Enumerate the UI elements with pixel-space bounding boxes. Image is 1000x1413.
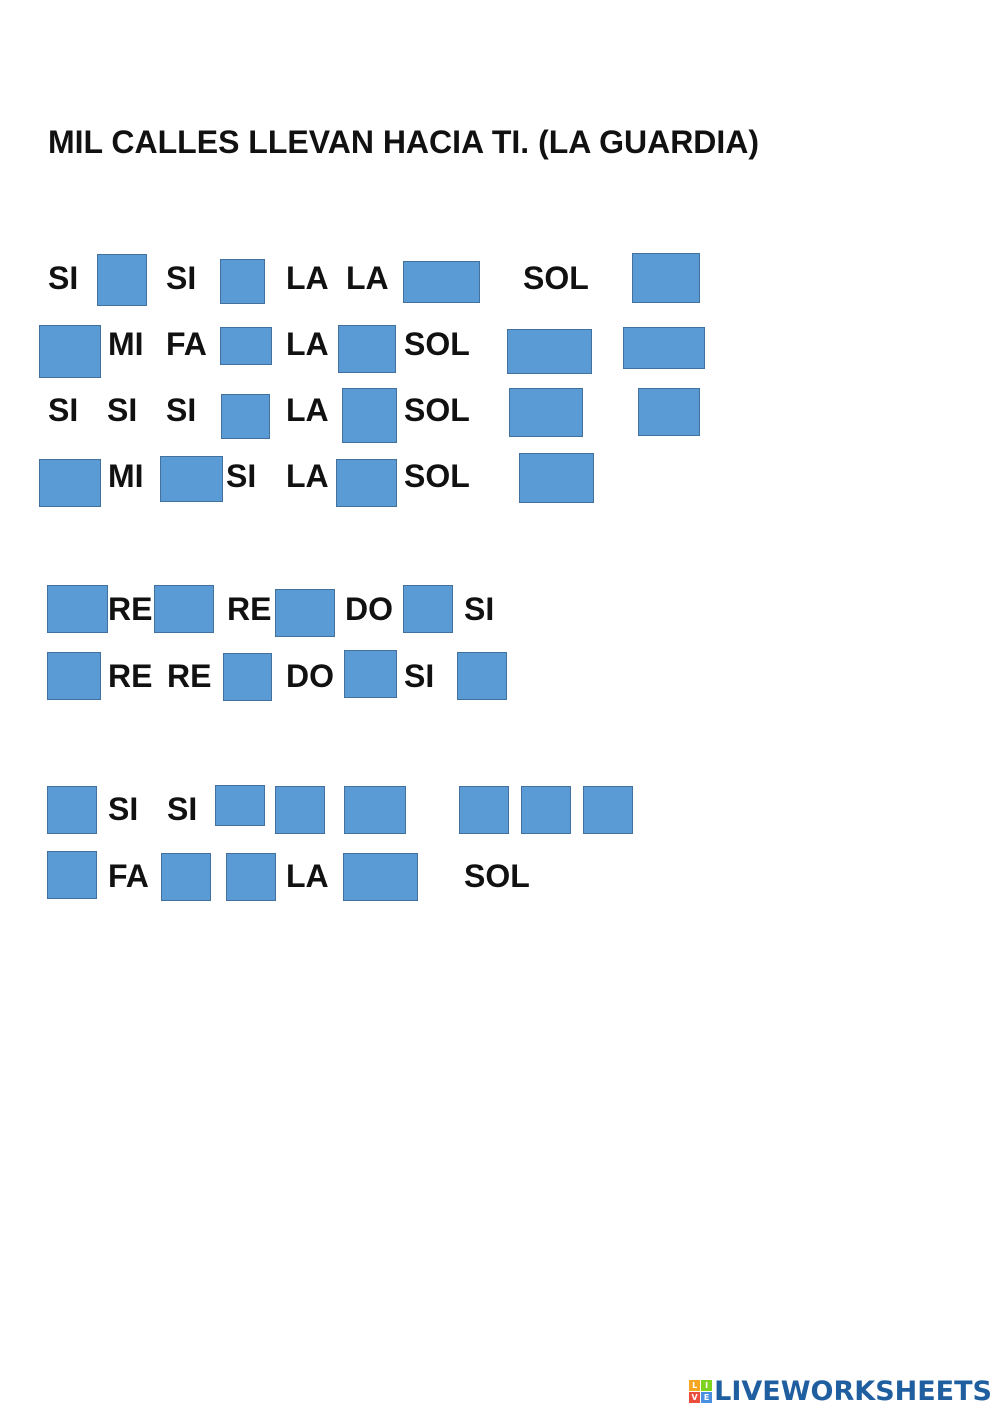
- blank-box-r2-2[interactable]: [220, 327, 272, 365]
- blank-box-r6-4[interactable]: [457, 652, 507, 700]
- note-r7-1: SI: [108, 791, 139, 827]
- note-r4-1: MI: [108, 458, 144, 494]
- logo-letter-1: L: [689, 1380, 701, 1391]
- blank-box-r4-4[interactable]: [519, 453, 594, 503]
- note-r4-4: SOL: [404, 458, 470, 494]
- note-r3-4: LA: [286, 392, 329, 428]
- blank-box-r2-4[interactable]: [507, 329, 592, 374]
- note-r4-3: LA: [286, 458, 329, 494]
- blank-box-r7-5[interactable]: [459, 786, 509, 834]
- liveworksheets-logo-icon: L I V E: [689, 1380, 713, 1403]
- blank-box-r5-3[interactable]: [275, 589, 335, 637]
- note-r3-3: SI: [166, 392, 197, 428]
- blank-box-r7-2[interactable]: [215, 785, 265, 826]
- blank-box-r4-1[interactable]: [39, 459, 101, 507]
- note-r5-4: SI: [464, 591, 495, 627]
- blank-box-r6-3[interactable]: [344, 650, 397, 698]
- logo-letter-2: I: [701, 1380, 713, 1391]
- note-r2-3: LA: [286, 326, 329, 362]
- note-r4-2: SI: [226, 458, 257, 494]
- blank-box-r5-1[interactable]: [47, 585, 108, 633]
- blank-box-r6-1[interactable]: [47, 652, 101, 700]
- blank-box-r2-1[interactable]: [39, 325, 101, 378]
- logo-brand-text: LIVEWORKSHEETS: [714, 1376, 992, 1407]
- blank-box-r1-1[interactable]: [97, 254, 147, 306]
- blank-box-r8-2[interactable]: [161, 853, 211, 901]
- blank-box-r2-3[interactable]: [338, 325, 396, 373]
- note-r3-2: SI: [107, 392, 138, 428]
- blank-box-r4-2[interactable]: [160, 456, 223, 502]
- blank-box-r5-4[interactable]: [403, 585, 453, 633]
- blank-box-r5-2[interactable]: [154, 585, 214, 633]
- note-r1-1: SI: [48, 260, 79, 296]
- note-r6-4: SI: [404, 658, 435, 694]
- blank-box-r3-3[interactable]: [509, 388, 583, 437]
- note-r6-2: RE: [167, 658, 212, 694]
- logo-letter-3: V: [689, 1392, 701, 1403]
- note-r6-1: RE: [108, 658, 153, 694]
- blank-box-r3-1[interactable]: [221, 394, 270, 439]
- note-r5-3: DO: [345, 591, 393, 627]
- blank-box-r7-1[interactable]: [47, 786, 97, 834]
- note-r6-3: DO: [286, 658, 334, 694]
- blank-box-r1-2[interactable]: [220, 259, 265, 304]
- blank-box-r7-7[interactable]: [583, 786, 633, 834]
- note-r1-5: SOL: [523, 260, 589, 296]
- note-r8-1: FA: [108, 858, 149, 894]
- blank-box-r6-2[interactable]: [223, 653, 272, 701]
- blank-box-r4-3[interactable]: [336, 459, 397, 507]
- note-r1-2: SI: [166, 260, 197, 296]
- note-r2-1: MI: [108, 326, 144, 362]
- blank-box-r7-6[interactable]: [521, 786, 571, 834]
- note-r5-2: RE: [227, 591, 272, 627]
- note-r1-4: LA: [346, 260, 389, 296]
- blank-box-r8-4[interactable]: [343, 853, 418, 901]
- note-r3-1: SI: [48, 392, 79, 428]
- note-r1-3: LA: [286, 260, 329, 296]
- blank-box-r3-4[interactable]: [638, 388, 700, 436]
- blank-box-r8-1[interactable]: [47, 851, 97, 899]
- note-r8-2: LA: [286, 858, 329, 894]
- note-r7-2: SI: [167, 791, 198, 827]
- liveworksheets-logo[interactable]: L I V E LIVEWORKSHEETS: [689, 1376, 992, 1407]
- page-title: MIL CALLES LLEVAN HACIA TI. (LA GUARDIA): [48, 124, 760, 160]
- blank-box-r1-4[interactable]: [632, 253, 700, 303]
- note-r5-1: RE: [108, 591, 153, 627]
- blank-box-r3-2[interactable]: [342, 388, 397, 443]
- blank-box-r7-4[interactable]: [344, 786, 406, 834]
- blank-box-r7-3[interactable]: [275, 786, 325, 834]
- logo-letter-4: E: [701, 1392, 713, 1403]
- blank-box-r1-3[interactable]: [403, 261, 480, 303]
- note-r8-3: SOL: [464, 858, 530, 894]
- blank-box-r2-5[interactable]: [623, 327, 705, 369]
- note-r3-5: SOL: [404, 392, 470, 428]
- note-r2-2: FA: [166, 326, 207, 362]
- blank-box-r8-3[interactable]: [226, 853, 276, 901]
- note-r2-4: SOL: [404, 326, 470, 362]
